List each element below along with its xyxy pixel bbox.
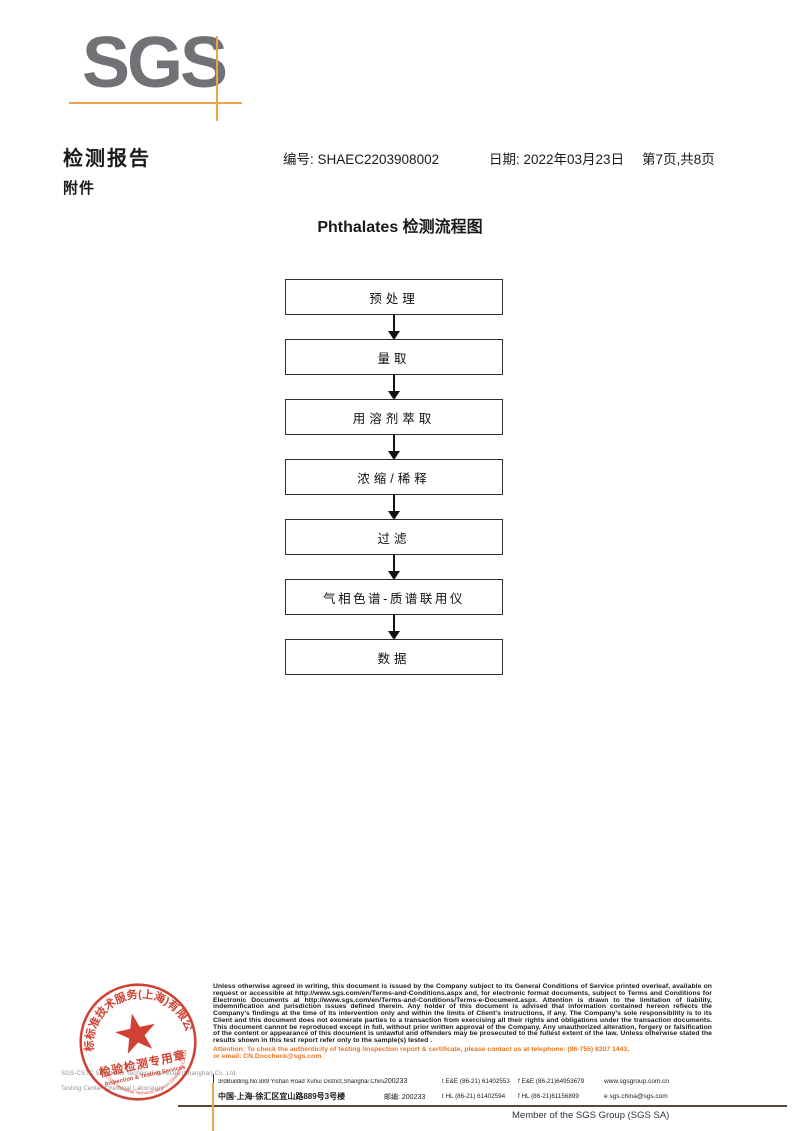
disclaimer-text: Unless otherwise agreed in writing, this… [213,983,712,1044]
email-address: e sgs.china@sgs.com [604,1093,668,1100]
footer-legal-block: Unless otherwise agreed in writing, this… [213,983,712,1060]
down-arrow-icon [387,375,401,400]
flow-step-filter: 过滤 [285,519,503,555]
logo-crosshair-vertical [216,36,218,121]
footer-crosshair-vertical [212,1083,214,1131]
stamp-star-icon [115,1013,155,1054]
page-indicator: 第7页,共8页 [642,152,715,167]
attachment-label: 附件 [63,180,96,197]
flow-step-measure: 量取 [285,339,503,375]
report-number: 编号: SHAEC2203908002 [283,152,440,167]
address-row-cn: 中国·上海·徐汇区宜山路889号3号楼 邮编: 200233 t HL (86-… [218,1089,718,1104]
address-cn: 中国·上海·徐汇区宜山路889号3号楼 [218,1092,346,1101]
flow-step-gcms: 气相色谱-质谱联用仪 [285,579,503,615]
flowchart-title: Phthalates 检测流程图 [317,219,483,236]
postcode-cn: 邮编: 200233 [384,1093,426,1101]
tel-cn: t HL (86-21) 61402594 [442,1093,506,1100]
flow-step-concentrate-dilute: 浓缩/稀释 [285,459,503,495]
address-en: 3rdBuilding,No.889 Yishan Road Xuhui Dis… [218,1078,384,1085]
sgs-member-line: Member of the SGS Group (SGS SA) [512,1110,670,1121]
down-arrow-icon [387,615,401,640]
address-row-en: 3rdBuilding,No.889 Yishan Road Xuhui Dis… [218,1074,718,1089]
tel-en: t E&E (86-21) 61402553 [442,1078,510,1085]
down-arrow-icon [387,555,401,580]
website-url: www.sgsgroup.com.cn [604,1078,670,1085]
attention-line2: or email: CN.Doccheck@sgs.com [213,1052,322,1060]
flow-step-pretreatment: 预处理 [285,279,503,315]
down-arrow-icon [387,495,401,520]
down-arrow-icon [387,315,401,340]
flow-step-data: 数据 [285,639,503,675]
flow-step-solvent-extraction: 用溶剂萃取 [285,399,503,435]
attention-line1: Attention: To check the authenticity of … [213,1045,630,1053]
down-arrow-icon [387,435,401,460]
report-date: 日期: 2022年03月23日 [489,152,625,167]
postcode-en: 200233 [384,1078,408,1085]
address-block: 3rdBuilding,No.889 Yishan Road Xuhui Dis… [213,1074,718,1104]
inspection-stamp: 通标标准技术服务(上海)有限公司 SGS-CSTC Standards Tech… [70,974,197,1109]
fax-en: f E&E (86-21)64953679 [518,1078,585,1085]
sgs-logo: SGS [82,23,228,103]
report-title: 检测报告 [63,148,151,170]
fax-cn: f HL (86-21)61156899 [518,1093,579,1100]
company-name-line: SGS-CSTC Standards Technical Services (S… [61,1071,238,1077]
company-lab-line: Testing Center-Chemical Laboratory [61,1086,164,1092]
footer-divider-line [178,1105,787,1107]
logo-crosshair-horizontal [69,102,242,104]
